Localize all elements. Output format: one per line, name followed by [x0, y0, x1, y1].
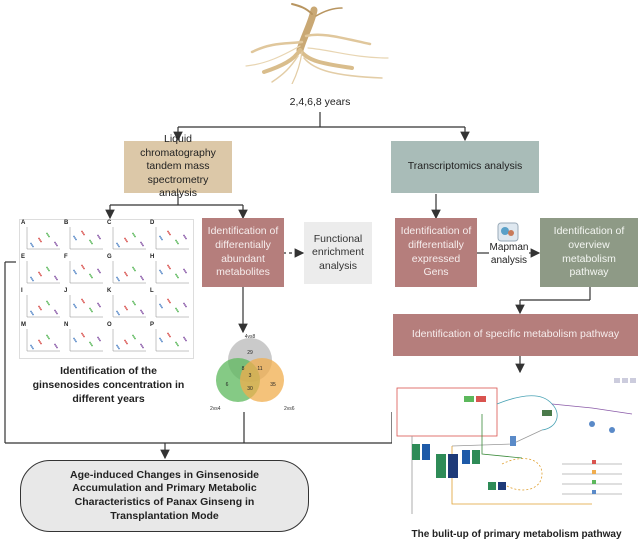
functional-enrichment-box: Functional enrichment analysis: [304, 222, 372, 284]
ginsenoside-plot-panel: M: [21, 322, 62, 355]
panel-letter: M: [21, 322, 26, 328]
venn-circle-2vs6: [240, 358, 284, 402]
mini-plot: [155, 329, 189, 352]
mini-plot: [112, 227, 146, 250]
mini-plot: [26, 329, 60, 352]
venn-label-2vs6: 2vs6: [284, 406, 295, 412]
mini-plot: [112, 295, 146, 318]
venn-number: 3: [249, 373, 252, 379]
ginsenoside-plot-panel: K: [107, 288, 148, 321]
panel-letter: D: [150, 220, 155, 226]
mini-plot: [26, 227, 60, 250]
overview-pathway-box: Identification of overview metabolism pa…: [540, 218, 638, 287]
ginsenoside-plot-panel: D: [150, 220, 191, 253]
panel-letter: P: [150, 322, 155, 328]
venn-label-4vs8: 4vs8: [245, 334, 256, 340]
mapman-icon: [497, 222, 519, 242]
venn-diagram: 4vs8 2vs4 2vs6 29 8 11 3 6 30 35: [210, 334, 295, 412]
panel-letter: O: [107, 322, 112, 328]
mini-plot: [155, 227, 189, 250]
ginsenoside-plot-panel: G: [107, 254, 148, 287]
mini-plot: [69, 227, 103, 250]
venn-number: 29: [247, 350, 253, 356]
ginsenoside-caption: Identification of the ginsenosides conce…: [32, 365, 185, 406]
panel-letter: F: [64, 254, 68, 260]
panel-letter: A: [21, 220, 26, 226]
panel-letter: E: [21, 254, 26, 260]
diff-metabolites-box: Identification of differentially abundan…: [202, 218, 284, 287]
panel-letter: L: [150, 288, 154, 294]
ginsenoside-plot-panel: E: [21, 254, 62, 287]
mini-plot: [112, 261, 146, 284]
venn-number: 8: [242, 366, 245, 372]
venn-number: 30: [247, 386, 253, 392]
mini-plot: [155, 261, 189, 284]
ginsenoside-plot-panel: B: [64, 220, 105, 253]
panel-letter: I: [21, 288, 23, 294]
mini-plot: [26, 295, 60, 318]
specific-pathway-box: Identification of specific metabolism pa…: [393, 314, 638, 356]
panel-letter: N: [64, 322, 69, 328]
panel-letter: B: [64, 220, 69, 226]
venn-label-2vs4: 2vs4: [210, 406, 221, 412]
diff-genes-box: Identification of differentially express…: [395, 218, 477, 287]
venn-number: 11: [257, 366, 262, 372]
transcriptomics-box: Transcriptomics analysis: [391, 141, 539, 193]
ginsenoside-plot-panel: N: [64, 322, 105, 355]
ginsenoside-plot-panel: C: [107, 220, 148, 253]
mini-plot: [69, 261, 103, 284]
ginsenoside-plot-panel: P: [150, 322, 191, 355]
ginsenoside-plot-panel: A: [21, 220, 62, 253]
lcms-box: Liquid chromatography tandem mass spectr…: [124, 133, 232, 199]
mini-plot: [155, 295, 189, 318]
ginsenoside-plot-panel: I: [21, 288, 62, 321]
panel-letter: C: [107, 220, 112, 226]
ginsenoside-plot-panel: F: [64, 254, 105, 287]
venn-number: 6: [226, 382, 229, 388]
pathway-caption: The bulit-up of primary metabolism pathw…: [411, 529, 622, 540]
ginsenoside-plot-panel: J: [64, 288, 105, 321]
venn-number: 35: [270, 382, 276, 388]
panel-letter: H: [150, 254, 155, 260]
ginsenoside-plot-panel: L: [150, 288, 191, 321]
ginsenoside-plot-panel: H: [150, 254, 191, 287]
mini-plot: [69, 329, 103, 352]
mini-plot: [112, 329, 146, 352]
ginsenoside-plots-grid: A B C D E F G H I J K L M N O P: [19, 219, 194, 359]
primary-metabolism-pathway-map: [392, 374, 640, 520]
mini-plot: [26, 261, 60, 284]
panel-letter: K: [107, 288, 112, 294]
conclusion-box: Age-induced Changes in Ginsenoside Accum…: [20, 460, 309, 532]
panel-letter: G: [107, 254, 112, 260]
years-label: 2,4,6,8 years: [289, 96, 351, 109]
ginsenoside-plot-panel: O: [107, 322, 148, 355]
panel-letter: J: [64, 288, 68, 294]
ginseng-root-image: [245, 3, 389, 84]
mapman-label: Mapman analysis: [489, 242, 529, 266]
mini-plot: [69, 295, 103, 318]
